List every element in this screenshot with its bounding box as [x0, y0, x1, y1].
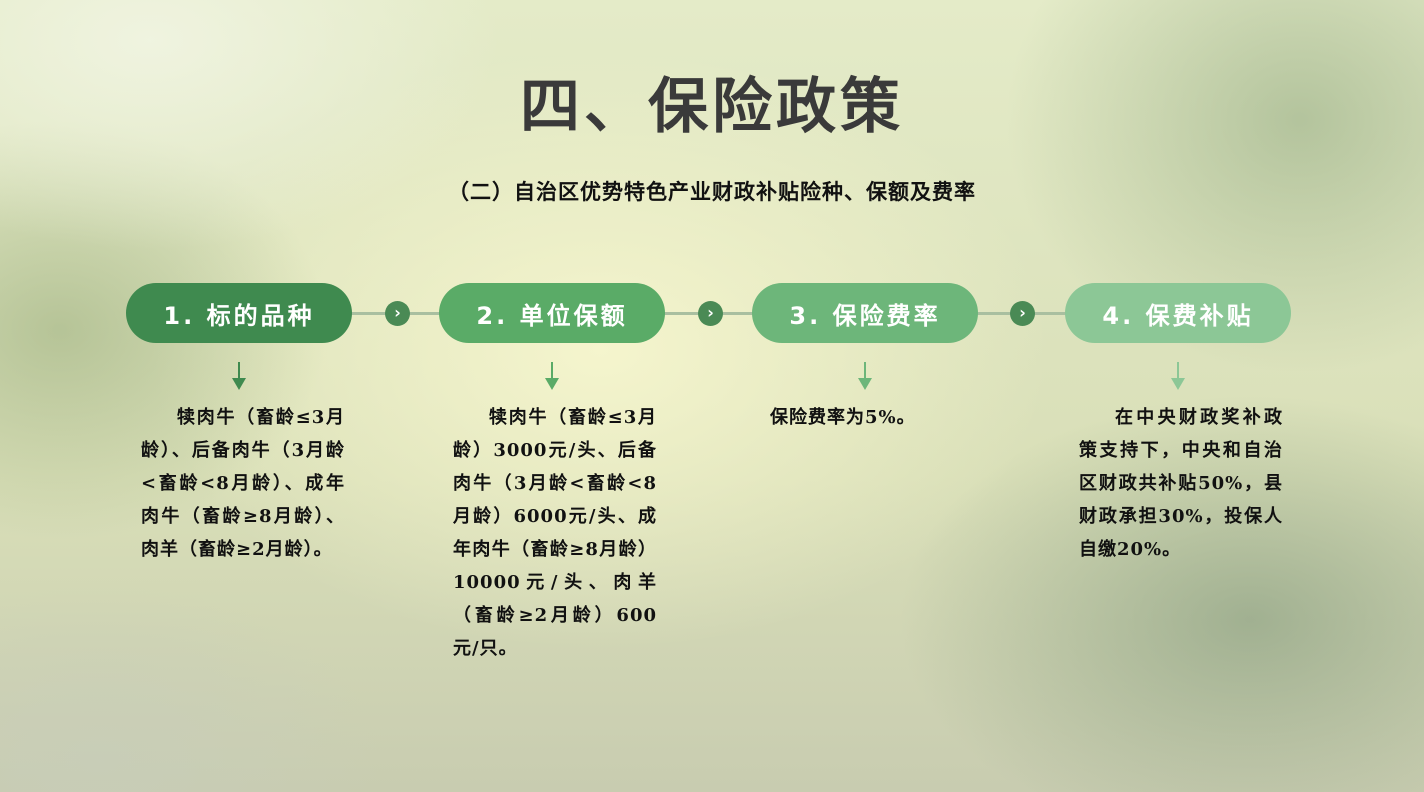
- chevron-right-icon: ›: [1010, 301, 1035, 326]
- step-label: 3. 保险费率: [789, 301, 941, 330]
- page-title: 四、保险政策: [520, 72, 904, 142]
- step-3-description: 保险费率为5%。: [770, 407, 916, 428]
- arrow-down-icon: [1171, 362, 1185, 390]
- step-1-pill: 1. 标的品种: [126, 283, 352, 343]
- step-label: 1. 标的品种: [163, 301, 315, 330]
- step-3-pill: 3. 保险费率: [752, 283, 978, 343]
- chevron-right-icon: ›: [385, 301, 410, 326]
- chevron-right-icon: ›: [698, 301, 723, 326]
- step-2-pill: 2. 单位保额: [439, 283, 665, 343]
- page-subtitle: （二）自治区优势特色产业财政补贴险种、保额及费率: [448, 180, 976, 204]
- step-2-description: 犊肉牛（畜龄≤3月龄）3000元/头、后备肉牛（3月龄<畜龄<8月龄）6000元…: [453, 407, 657, 659]
- step-label: 2. 单位保额: [476, 301, 628, 330]
- arrow-down-icon: [232, 362, 246, 390]
- step-4-pill: 4. 保费补贴: [1065, 283, 1291, 343]
- step-4-description: 在中央财政奖补政策支持下，中央和自治区财政共补贴50%，县财政承担30%，投保人…: [1079, 407, 1283, 560]
- arrow-down-icon: [858, 362, 872, 390]
- step-label: 4. 保费补贴: [1102, 301, 1254, 330]
- arrow-down-icon: [545, 362, 559, 390]
- step-1-description: 犊肉牛（畜龄≤3月龄）、后备肉牛（3月龄<畜龄<8月龄）、成年肉牛（畜龄≥8月龄…: [141, 407, 345, 560]
